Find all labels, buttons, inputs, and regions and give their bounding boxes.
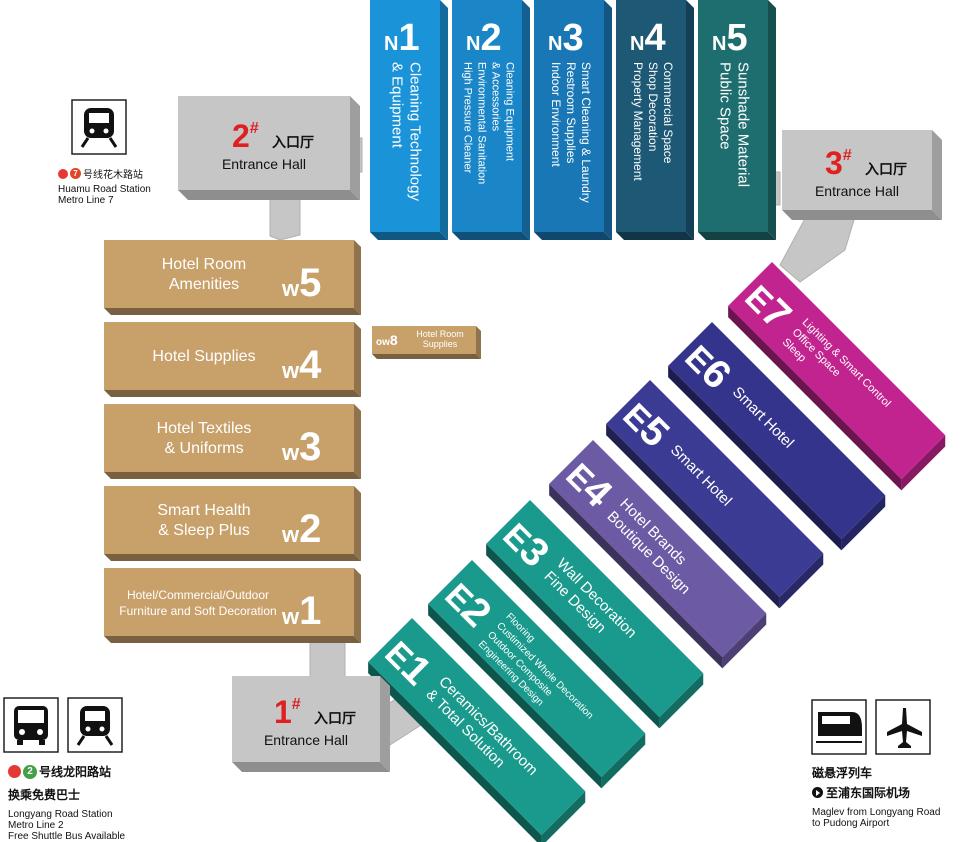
longyang-en3: Free Shuttle Bus Available xyxy=(8,831,126,842)
hall-w4[interactable]: Hotel Supplies w4 xyxy=(104,322,361,397)
hall-desc: Furniture and Soft Decoration xyxy=(119,604,276,618)
metro-train-icon xyxy=(71,99,127,155)
hall-code: N5 xyxy=(712,17,748,59)
maglev-en2: to Pudong Airport xyxy=(812,818,890,829)
entrance-en: Entrance Hall xyxy=(264,732,348,748)
hall-code: N1 xyxy=(384,17,420,59)
hall-code: ow8 xyxy=(376,332,398,348)
maglev-cn1: 磁悬浮列车 xyxy=(812,766,873,780)
play-arrow-icon xyxy=(812,787,823,798)
hall-desc: High Pressure Cleaner xyxy=(462,62,474,174)
maglev-cn2: 至浦东国际机场 xyxy=(826,786,911,800)
entrance-cn: 入口厅 xyxy=(272,134,314,150)
entrance-hall-3[interactable]: 3# 入口厅 Entrance Hall xyxy=(782,130,942,220)
entrance-en: Entrance Hall xyxy=(222,156,306,172)
entrance-halls: 1# 入口厅 Entrance Hall 2# 入口厅 Entrance Hall 3# 入口… xyxy=(178,96,942,772)
longyang-en2: Metro Line 2 xyxy=(8,820,64,831)
entrance-hall-1[interactable]: 1# 入口厅 Entrance Hall xyxy=(232,676,390,772)
hall-desc: Hotel Supplies xyxy=(152,348,255,365)
hall-code: N2 xyxy=(466,17,502,59)
maglev-train-icon xyxy=(811,699,867,755)
hall-desc: Public Space xyxy=(717,62,734,150)
metro-logo-icon xyxy=(8,765,21,778)
hall-desc: Hotel Room xyxy=(162,256,246,273)
entrance-en: Entrance Hall xyxy=(815,183,899,199)
hall-code: w5 xyxy=(281,261,321,305)
hall-code: w4 xyxy=(281,343,322,387)
entrance-hall-2[interactable]: 2# 入口厅 Entrance Hall xyxy=(178,96,360,200)
hall-desc: & Uniforms xyxy=(164,440,243,457)
hall-desc: Cleaning Equipment xyxy=(504,62,516,161)
bus-icon xyxy=(3,697,59,753)
entrance-number: 1# xyxy=(274,694,301,730)
longyang-station-label: 2 号线龙阳路站 换乘免费巴士 Longyang Road Station Me… xyxy=(8,763,208,842)
huamu-station-label: 7 号线花木路站 Huamu Road Station Metro Line 7 xyxy=(58,166,198,206)
metro-train-icon xyxy=(67,697,123,753)
hall-desc: Cleaning Technology xyxy=(407,62,424,201)
hall-desc: Environmental Sanitation xyxy=(476,62,488,184)
hall-desc: Hotel Textiles xyxy=(157,420,252,437)
hall-desc: Supplies xyxy=(423,339,458,349)
maglev-label: 磁悬浮列车 至浦东国际机场 Maglev from Longyang Road … xyxy=(812,764,960,829)
entrance-number: 3# xyxy=(825,145,852,181)
hall-code: w1 xyxy=(281,589,321,633)
longyang-cn2: 换乘免费巴士 xyxy=(8,788,81,802)
entrance-number: 2# xyxy=(232,118,259,154)
longyang-cn: 号线龙阳路站 xyxy=(39,765,112,779)
hall-desc: Smart Cleaning & Laundry xyxy=(579,62,593,203)
hall-desc: & Equipment xyxy=(389,62,406,149)
hall-code: w3 xyxy=(281,425,321,469)
hall-w3[interactable]: Hotel Textiles & Uniforms w3 xyxy=(104,404,361,479)
entrance-cn: 入口厅 xyxy=(314,710,356,726)
hall-desc: Restroom Supplies xyxy=(564,62,578,163)
hall-code: N4 xyxy=(630,17,666,59)
hall-w2[interactable]: Smart Health & Sleep Plus w2 xyxy=(104,486,361,561)
hall-desc: Hotel/Commercial/Outdoor xyxy=(127,588,269,602)
huamu-en1: Huamu Road Station xyxy=(58,184,151,195)
hall-code: w2 xyxy=(281,507,321,551)
transport-icons xyxy=(3,99,931,755)
hall-desc: Commercial Space xyxy=(661,62,675,164)
metro-line-2-badge: 2 xyxy=(23,764,37,779)
maglev-en1: Maglev from Longyang Road xyxy=(812,807,941,818)
hall-desc: Sunshade Material xyxy=(735,62,752,187)
hall-desc: Property Management xyxy=(631,62,645,181)
hall-desc: & Accessories xyxy=(490,62,502,132)
longyang-en1: Longyang Road Station xyxy=(8,809,113,820)
corridor-1-top xyxy=(309,641,346,681)
hall-desc: Shop Decoration xyxy=(646,62,660,151)
hall-desc: Hotel Room xyxy=(416,329,464,339)
hall-desc: Indoor Environment xyxy=(549,62,563,167)
hall-desc: & Sleep Plus xyxy=(158,522,250,539)
hall-desc: Smart Health xyxy=(157,502,250,519)
huamu-cn: 号线花木路站 xyxy=(83,170,143,181)
huamu-en2: Metro Line 7 xyxy=(58,195,114,206)
airplane-icon xyxy=(875,699,931,755)
hall-desc: Amenities xyxy=(169,276,239,293)
metro-line-7-badge: 7 xyxy=(70,168,81,179)
metro-logo-icon xyxy=(58,168,68,179)
hall-code: N3 xyxy=(548,17,584,59)
entrance-cn: 入口厅 xyxy=(865,161,907,177)
